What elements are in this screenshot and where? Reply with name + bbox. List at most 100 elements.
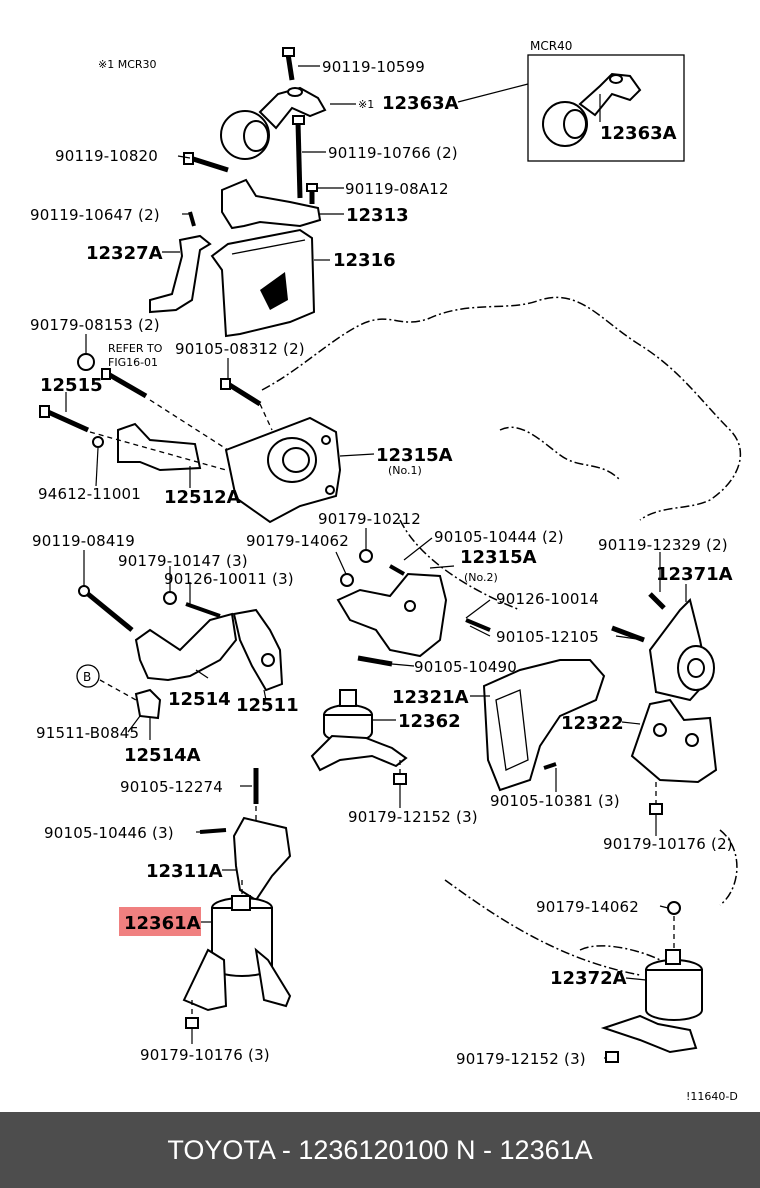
bolt-90105-10444 — [389, 564, 405, 576]
label-12361a: 12361A — [124, 913, 201, 934]
inset-mount-12363a — [542, 72, 642, 147]
bracket-12511 — [232, 608, 284, 692]
bolt-90119-10647 — [188, 211, 196, 227]
label-90179-10212: 90179-10212 — [318, 510, 421, 528]
label-90119-08a12: 90119-08A12 — [345, 180, 449, 198]
label-12313: 12313 — [346, 205, 409, 226]
nut-90179-14062-a — [340, 573, 354, 587]
mount-12371a — [648, 598, 715, 702]
nut-90179-12152-b — [605, 1051, 619, 1063]
label-12363a-mark: ※1 — [358, 98, 374, 111]
bolt-90126-10011 — [185, 602, 221, 618]
bolt-90119-10766 — [292, 115, 305, 199]
drawing-code: !11640-D — [686, 1090, 738, 1103]
washer-94612-11001 — [92, 436, 104, 448]
bolt-90119-12329 — [648, 592, 666, 610]
label-12322: 12322 — [561, 713, 624, 734]
label-12514: 12514 — [168, 689, 231, 710]
label-12327a: 12327A — [86, 243, 163, 264]
bracket-12316 — [210, 228, 316, 338]
refer-to-line2: FIG16-01 — [108, 356, 158, 369]
bracket-12327a — [149, 234, 212, 314]
label-90179-14062-b: 90179-14062 — [536, 898, 639, 916]
note-mcr30: ※1 MCR30 — [98, 58, 157, 71]
label-90179-12152-b: 90179-12152 (3) — [456, 1050, 586, 1068]
highlight-12361a — [119, 907, 201, 936]
nut-90179-14062-b — [667, 901, 681, 915]
label-12515: 12515 — [40, 375, 103, 396]
label-90179-10176-b: 90179-10176 (3) — [140, 1046, 270, 1064]
label-90105-12105: 90105-12105 — [496, 628, 599, 646]
label-90105-08312: 90105-08312 (2) — [175, 340, 305, 358]
mount-12372a — [600, 949, 703, 1054]
label-12321a: 12321A — [392, 687, 469, 708]
plate-12514a — [134, 688, 162, 720]
mount-12361a — [182, 895, 292, 1012]
label-12362: 12362 — [398, 711, 461, 732]
label-90179-08153: 90179-08153 (2) — [30, 316, 160, 334]
nut-90179-12152-a — [393, 773, 407, 785]
leader-lines — [65, 65, 687, 1059]
engine-outline-detail — [499, 426, 621, 481]
label-90119-10766: 90119-10766 (2) — [328, 144, 458, 162]
inset-title: MCR40 — [530, 39, 572, 53]
label-12363a-inset: 12363A — [600, 123, 677, 144]
label-90105-10446: 90105-10446 (3) — [44, 824, 174, 842]
bolt-90105-10381 — [543, 762, 557, 770]
label-90105-10381: 90105-10381 (3) — [490, 792, 620, 810]
label-12363a: 12363A — [382, 93, 459, 114]
engine-outline — [261, 296, 741, 976]
bolt-90105-10490 — [357, 655, 393, 667]
label-94612-11001: 94612-11001 — [38, 485, 141, 503]
nut-90179-10212 — [359, 549, 373, 563]
label-90119-08419: 90119-08419 — [32, 532, 135, 550]
label-90179-12152-a: 90179-12152 (3) — [348, 808, 478, 826]
bolt-12515-b — [39, 405, 90, 433]
bracket-12512a — [117, 422, 202, 472]
bolt-90105-12105 — [611, 625, 645, 643]
bracket-12313 — [221, 178, 322, 230]
inset-box — [527, 54, 685, 162]
marker-b — [76, 664, 100, 688]
label-90119-12329: 90119-12329 (2) — [598, 536, 728, 554]
label-12311a: 12311A — [146, 861, 223, 882]
footer-bar: TOYOTA - 1236120100 N - 12361A — [0, 1112, 760, 1188]
mount-12362 — [310, 689, 408, 772]
nut-90179-10176-a — [649, 803, 663, 815]
marker-b-label: B — [83, 670, 91, 684]
label-12371a: 12371A — [656, 564, 733, 585]
bolt-90119-08419 — [78, 585, 134, 632]
label-12315a-no2: 12315A — [460, 547, 537, 568]
bolt-90119-08a12 — [306, 183, 318, 204]
mount-12315a-no1 — [224, 416, 342, 524]
label-90105-10490: 90105-10490 — [414, 658, 517, 676]
label-90105-10444: 90105-10444 (2) — [434, 528, 564, 546]
bolt-90119-10599 — [282, 47, 295, 81]
mount-12363a — [220, 86, 327, 160]
label-90126-10014: 90126-10014 — [496, 590, 599, 608]
label-90179-14062-a: 90179-14062 — [246, 532, 349, 550]
label-90119-10647: 90119-10647 (2) — [30, 206, 160, 224]
bracket-12311a — [232, 816, 292, 902]
nut-90179-10147 — [163, 591, 177, 605]
nut-90179-08153 — [77, 353, 95, 371]
label-12514a: 12514A — [124, 745, 201, 766]
label-90119-10599: 90119-10599 — [322, 58, 425, 76]
label-12512a: 12512A — [164, 487, 241, 508]
nut-90179-10176-b — [185, 1017, 199, 1029]
bracket-12322 — [630, 698, 718, 784]
label-90179-10147: 90179-10147 (3) — [118, 552, 248, 570]
label-12316: 12316 — [333, 250, 396, 271]
bolt-12515-a — [101, 368, 148, 399]
label-12315a-no2-sub: (No.2) — [464, 571, 498, 584]
footer-part-info: TOYOTA - 1236120100 N - 12361A — [167, 1135, 593, 1165]
bolt-90105-08312 — [220, 378, 262, 407]
bolt-90119-10820 — [183, 152, 229, 173]
label-91511-b0845: 91511-B0845 — [36, 724, 139, 742]
label-12511: 12511 — [236, 695, 299, 716]
mount-12315a-no2 — [336, 572, 448, 658]
label-90105-12274: 90105-12274 — [120, 778, 223, 796]
bolt-90126-10014 — [465, 618, 491, 632]
label-90126-10011: 90126-10011 (3) — [164, 570, 294, 588]
bracket-12514 — [134, 612, 238, 682]
